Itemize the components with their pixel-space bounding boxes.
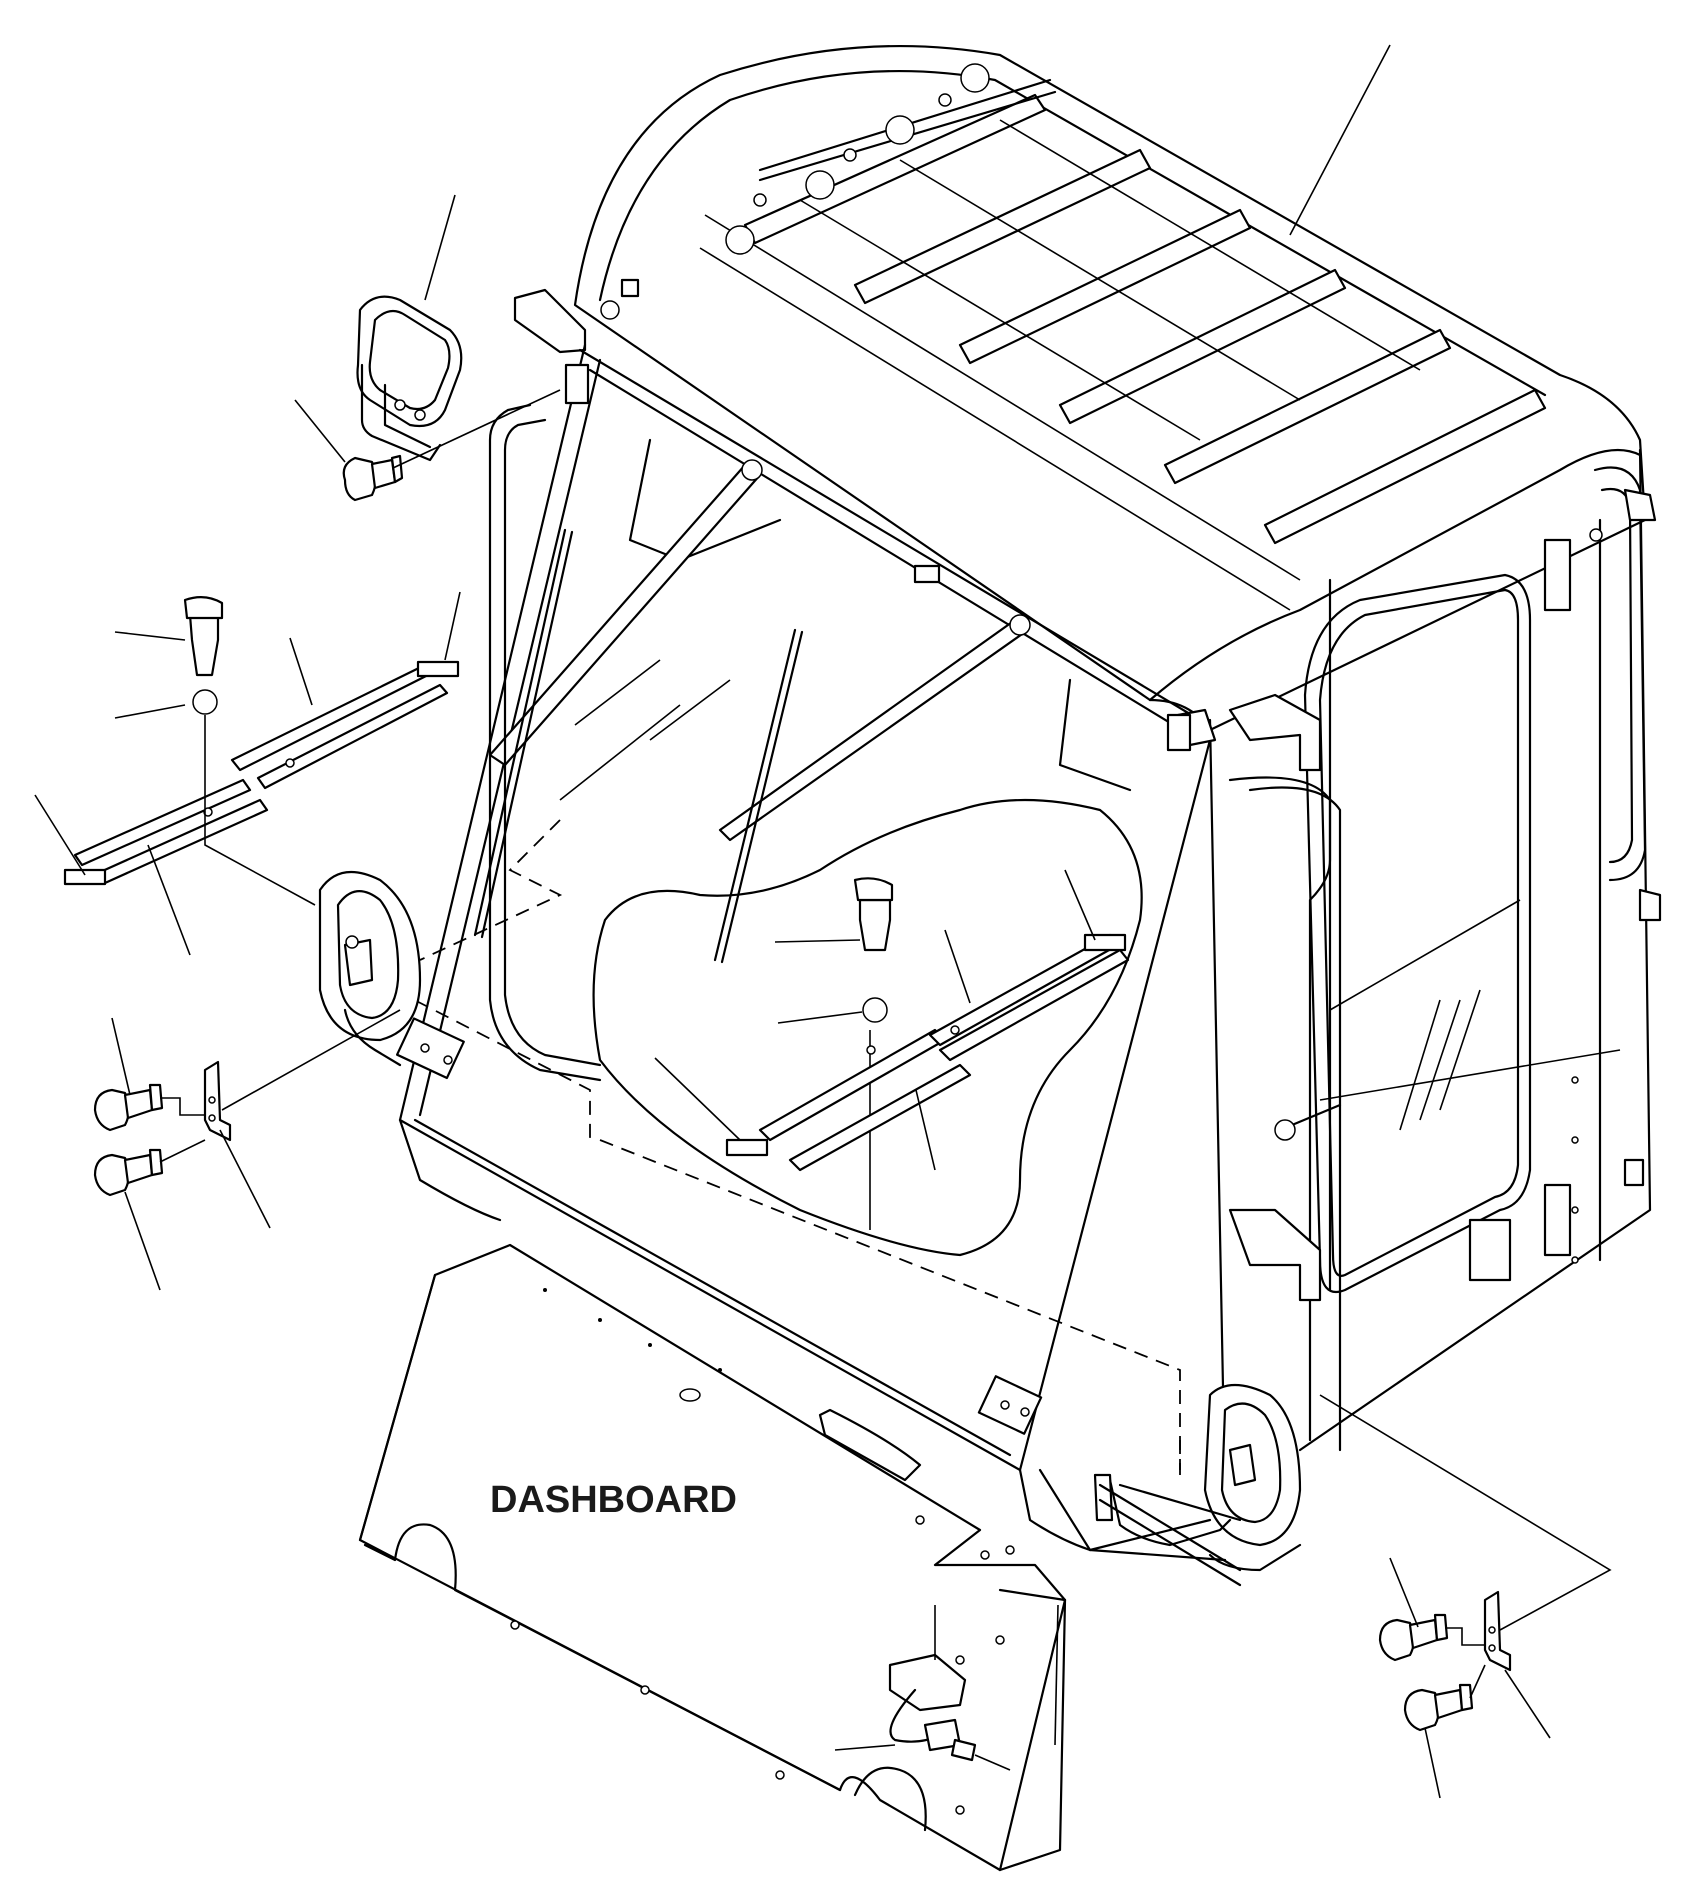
dashboard-label: DASHBOARD [490,1479,737,1521]
right-lower-bolts [1319,1394,1612,1732]
roof-slats [743,93,1547,545]
floor-cutaway-outline [394,798,1181,1470]
roof-rods [725,63,1057,255]
mirror-bolt [342,454,404,502]
left-grab-rod [488,403,602,1082]
dashboard-panel: DASHBOARD [358,1243,1067,1872]
wiper-assemblies [473,438,1132,964]
left-floor-mat-parts [63,596,460,906]
center-floor-mat-parts [725,877,1130,1172]
right-seat-bracket [1093,1384,1302,1587]
cab-roof [573,44,1647,732]
front-crossbar [513,288,1202,740]
leader-lines [34,44,1551,1799]
mirror-bracket-assembly [356,295,463,462]
left-seat-bracket [318,870,422,1067]
dashboard-switch-harness [834,1605,1011,1771]
left-lower-bolts [93,1009,401,1197]
